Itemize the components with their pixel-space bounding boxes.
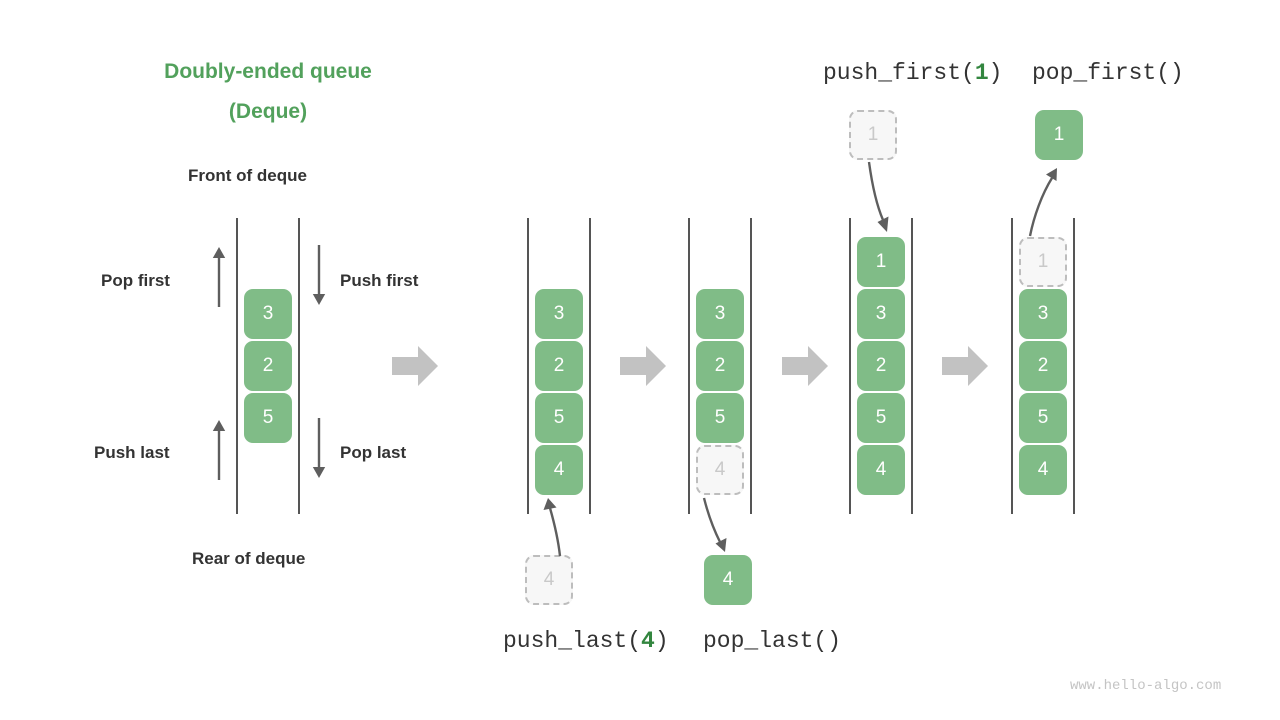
right-block-arrow-icon [942, 346, 988, 386]
watermark: www.hello-algo.com [1070, 678, 1222, 694]
deque-rail-right-col1 [298, 218, 300, 514]
removed-ghost-cell: 4 [696, 445, 744, 495]
op-close: ) [654, 628, 669, 654]
deque-cell: 2 [244, 341, 292, 391]
deque-rail-left-col5 [1011, 218, 1013, 514]
deque-cell: 5 [535, 393, 583, 443]
deque-cell: 4 [1019, 445, 1067, 495]
curved-arrow-icon [855, 161, 899, 236]
deque-cell: 5 [1019, 393, 1067, 443]
page-title-line2: (Deque) [228, 100, 308, 123]
deque-rail-right-col5 [1073, 218, 1075, 514]
deque-cell: 4 [535, 445, 583, 495]
pop-first-label: Pop first [101, 271, 170, 290]
removed-ghost-cell: 1 [1019, 237, 1067, 287]
deque-cell: 5 [244, 393, 292, 443]
right-block-arrow-icon [392, 346, 438, 386]
arrow-up-icon [208, 245, 230, 307]
arrow-down-icon [308, 245, 330, 307]
curved-arrow-icon [1020, 162, 1070, 237]
curved-arrow-icon [536, 494, 576, 557]
page-title-line1: Doubly-ended queue [164, 60, 372, 83]
op-name: pop_last() [703, 628, 842, 654]
deque-cell: 2 [1019, 341, 1067, 391]
incoming-ghost-cell: 1 [849, 110, 897, 160]
deque-cell: 4 [857, 445, 905, 495]
push-first-label: Push first [340, 271, 419, 290]
arrow-up-icon [208, 418, 230, 480]
deque-cell: 5 [696, 393, 744, 443]
deque-cell: 2 [857, 341, 905, 391]
popped-cell: 1 [1035, 110, 1083, 160]
deque-rail-left-col2 [527, 218, 529, 514]
push-last-label: Push last [94, 443, 170, 462]
deque-cell: 3 [244, 289, 292, 339]
op-label-pop-first: pop_first() [1032, 60, 1184, 86]
op-label-push-last: push_last(4) [503, 628, 669, 654]
rear-of-deque-label: Rear of deque [192, 549, 306, 568]
op-arg: 1 [974, 60, 989, 86]
deque-rail-left-col4 [849, 218, 851, 514]
deque-cell: 3 [535, 289, 583, 339]
popped-cell: 4 [704, 555, 752, 605]
right-block-arrow-icon [620, 346, 666, 386]
incoming-ghost-cell: 4 [525, 555, 573, 605]
op-name: push_last( [503, 628, 642, 654]
op-name: pop_first() [1032, 60, 1184, 86]
deque-cell: 2 [535, 341, 583, 391]
arrow-down-icon [308, 418, 330, 480]
deque-cell: 3 [857, 289, 905, 339]
deque-rail-left-col1 [236, 218, 238, 514]
pop-last-label: Pop last [340, 443, 407, 462]
op-arg: 4 [641, 628, 655, 654]
deque-cell: 1 [857, 237, 905, 287]
deque-rail-right-col2 [589, 218, 591, 514]
deque-cell: 3 [1019, 289, 1067, 339]
curved-arrow-icon [700, 497, 740, 556]
right-block-arrow-icon [782, 346, 828, 386]
deque-rail-left-col3 [688, 218, 690, 514]
deque-cell: 5 [857, 393, 905, 443]
op-close: ) [988, 60, 1003, 86]
front-of-deque-label: Front of deque [188, 166, 307, 185]
deque-rail-right-col4 [911, 218, 913, 514]
op-label-push-first: push_first(1) [823, 60, 1002, 86]
op-name: push_first( [823, 60, 975, 86]
deque-cell: 2 [696, 341, 744, 391]
op-label-pop-last: pop_last() [703, 628, 841, 654]
deque-cell: 3 [696, 289, 744, 339]
deque-rail-right-col3 [750, 218, 752, 514]
